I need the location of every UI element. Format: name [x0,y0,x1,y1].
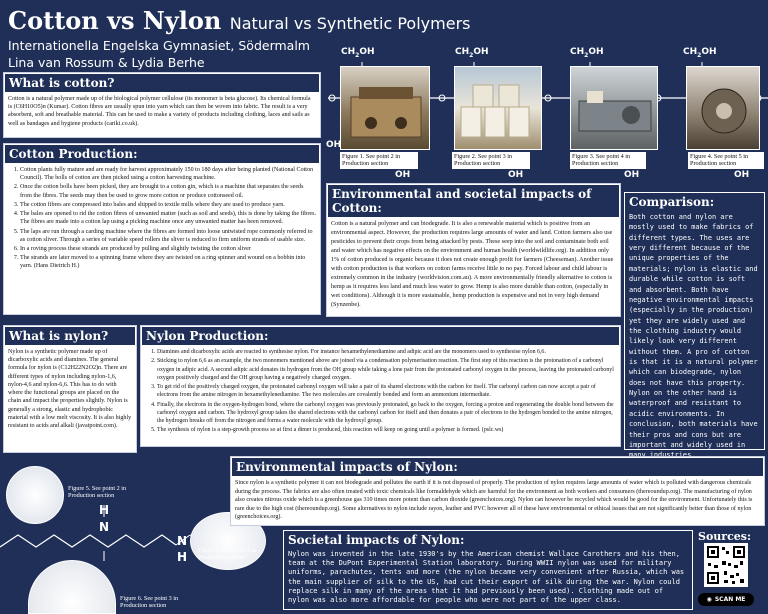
oh-label-1: OH [395,170,411,180]
oh-label-left: OH [326,140,342,150]
title-main-text: Cotton vs Nylon [8,6,222,35]
n-label-2: N [177,534,188,548]
cotton-step-3: The cotton fibres are compressed into ba… [20,201,316,209]
ch2oh-label-4: CH2OH [683,47,717,59]
nylon-step-2: Sticking to nylon 6,6 as an example, the… [157,357,616,382]
qr-code[interactable] [704,543,748,587]
cotton-production-body: Cotton plants fully mature and are ready… [4,164,320,274]
figure-7-caption: Figure 7. See point 4 in Production sect… [198,547,257,562]
figure-6-caption: Figure 6. See point 3 in Production sect… [120,595,179,610]
what-is-nylon-body: Nylon is a synthetic polymer made up of … [8,349,132,429]
cotton-production-heading: Cotton Production: [4,144,320,164]
ch2oh-label-1: CH2OH [341,47,375,59]
h-label-2: H [177,550,188,564]
cotton-production-panel: Cotton Production: Cotton plants fully m… [3,143,321,315]
qr-code-icon [707,546,745,584]
comparison-panel: Comparison: Both cotton and nylon are mo… [624,192,765,459]
soc-nylon-body: Nylon was invented in the late 1930's by… [288,550,685,605]
figure-3-caption: Figure 3. See point 4 in Production sect… [570,152,646,169]
figure-2-caption: Figure 2. See point 3 in Production sect… [452,152,530,169]
sources-heading: Sources: [698,530,752,543]
oh-label-2: OH [508,170,524,180]
scan-me-label: SCAN ME [714,596,746,603]
figure-2-image [454,66,542,150]
what-is-cotton-body: Cotton is a natural polymer made up of t… [8,96,311,127]
figure-4-caption: Figure 4. See point 5 in Production sect… [688,152,764,169]
picking-machine-illustration [578,91,652,132]
env-nylon-body: Since nylon is a synthetic polymer it ca… [235,480,753,521]
env-nylon-heading: Environmental impacts of Nylon: [231,457,764,477]
h-label-1: H [99,503,110,517]
nylon-step-4: Finally, the electrons in the oxygen-hyd… [157,401,616,426]
poster-title: Cotton vs Nylon Natural vs Synthetic Pol… [8,6,470,35]
what-is-cotton-heading: What is cotton? [4,73,320,93]
figure-4-image [686,66,760,150]
nylon-step-5: The synthesis of nylon is a step-growth … [157,426,616,434]
title-subtitle: Natural vs Synthetic Polymers [229,14,471,33]
n-label-1: N [99,520,110,534]
env-cotton-panel: Environmental and societal impacts of Co… [326,183,621,317]
ch2oh-label-2: CH2OH [455,47,489,59]
what-is-cotton-panel: What is cotton? Cotton is a natural poly… [3,72,321,138]
cotton-step-5: The laps are run through a carding machi… [20,228,316,244]
cotton-step-1: Cotton plants fully mature and are ready… [20,166,316,182]
nylon-production-body: Diamines and dicarboxylic acids are reac… [141,346,620,438]
nylon-step-1: Diamines and dicarboxylic acids are reac… [157,348,616,356]
nylon-production-heading: Nylon Production: [141,326,620,346]
figure-3-image [570,66,658,150]
env-cotton-body: Cotton is a natural polymer and can biod… [331,220,614,308]
cotton-bales-illustration [460,84,530,138]
what-is-nylon-heading: What is nylon? [4,326,136,346]
what-is-nylon-panel: What is nylon? Nylon is a synthetic poly… [3,325,137,453]
soc-nylon-panel: Societal impacts of Nylon: Nylon was inv… [283,530,693,610]
soc-nylon-heading: Societal impacts of Nylon: [288,533,465,547]
figure-1-caption: Figure 1. See point 2 in Production sect… [340,152,418,169]
camera-icon: ◉ [706,596,712,603]
ch2oh-label-3: CH2OH [570,47,604,59]
carding-machine-illustration [701,88,747,134]
comparison-body: Both cotton and nylon are mostly used to… [629,213,758,459]
cotton-gin-illustration [350,87,422,138]
oh-label-4: OH [734,170,750,180]
cotton-step-7: The strands are later moved to a spinnin… [20,254,316,270]
figure-5-image [6,466,64,524]
figure-5-caption: Figure 5. See point 2 in Production sect… [68,485,127,500]
figure-1-image [340,66,430,150]
nylon-production-panel: Nylon Production: Diamines and dicarboxy… [140,325,621,447]
comparison-heading: Comparison: [629,195,715,209]
nylon-step-3: To get rid of the positively charged oxy… [157,383,616,400]
scan-me-button[interactable]: ◉ SCAN ME [698,593,754,606]
env-cotton-heading: Environmental and societal impacts of Co… [327,184,620,218]
cotton-step-4: The bales are opened to rid the cotton f… [20,210,316,226]
cotton-step-2: Once the cotton bolls have been picked, … [20,183,316,199]
authors: Lina van Rossum & Lydia Berhe [8,55,205,70]
cotton-step-6: In a roving process these strands are pr… [20,245,316,253]
school-name: Internationella Engelska Gymnasiet, Söde… [8,38,310,53]
env-nylon-panel: Environmental impacts of Nylon: Since ny… [230,456,765,526]
oh-label-3: OH [624,170,640,180]
